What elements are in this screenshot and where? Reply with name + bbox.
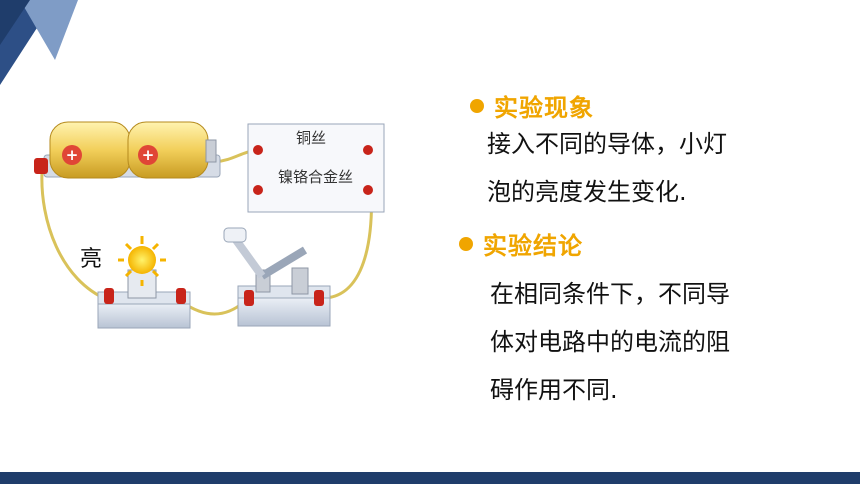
conclusion-text: 在相同条件下，不同导 体对电路中的电流的阻 碍作用不同. bbox=[490, 280, 730, 404]
nichrome-wire-label: 镍铬合金丝 bbox=[278, 168, 354, 186]
footer-bar bbox=[0, 472, 860, 484]
battery-plus-icon bbox=[138, 145, 158, 165]
corner-decoration bbox=[0, 0, 78, 85]
phenomenon-text: 接入不同的导体，小灯 泡的亮度发生变化. bbox=[487, 130, 727, 206]
battery-plus-icon bbox=[62, 145, 82, 165]
svg-text:+: + bbox=[142, 146, 155, 164]
bullet-dot-icon bbox=[470, 98, 484, 113]
wire-board bbox=[247, 123, 385, 213]
knife-switch bbox=[223, 227, 331, 327]
glowing-bulb-icon bbox=[118, 236, 166, 286]
battery-pack: + + bbox=[34, 121, 221, 179]
section-phenomenon-heading: 实验现象 bbox=[470, 88, 594, 123]
copper-wire-label: 铜丝 bbox=[296, 129, 327, 147]
bulb-stand bbox=[97, 269, 191, 329]
bulb-state-label: 亮 bbox=[80, 247, 103, 272]
svg-text:+: + bbox=[66, 146, 79, 164]
section-conclusion-heading: 实验结论 bbox=[459, 226, 583, 261]
bullet-dot-icon bbox=[459, 236, 473, 251]
circuit-diagram: + + bbox=[34, 121, 385, 329]
